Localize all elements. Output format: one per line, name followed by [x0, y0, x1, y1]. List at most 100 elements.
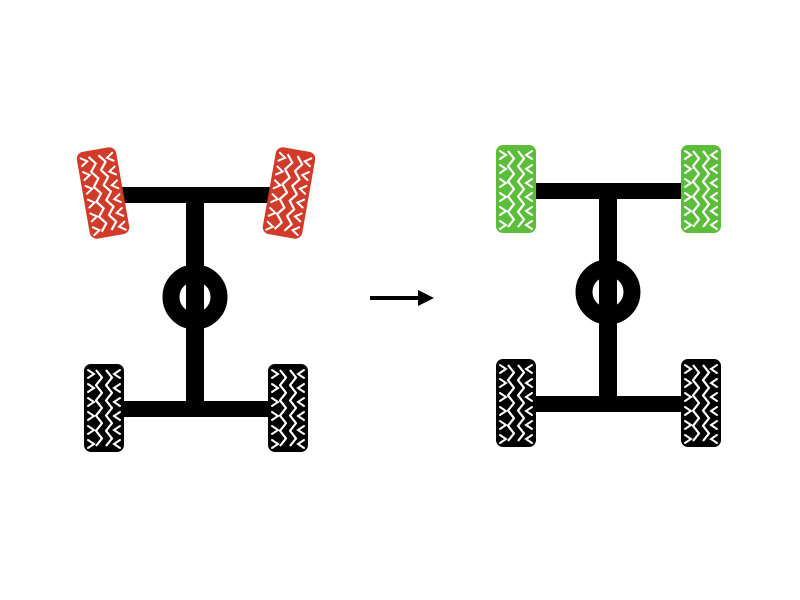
tire-tread-sipe [709, 192, 718, 202]
tire-tread-sipe [298, 184, 308, 195]
tire-tread-sipe [524, 392, 533, 402]
tire-tread-groove [288, 369, 298, 447]
tire-tread-sipe [524, 150, 533, 160]
rear-right-tire [681, 359, 721, 447]
tire-body [76, 147, 130, 239]
tire-tread-sipe [271, 369, 280, 379]
tire-tread-groove [506, 150, 516, 228]
tire-tread-sipe [84, 184, 94, 195]
tire-tread-sipe [86, 198, 97, 209]
tire-tread-sipe [684, 364, 693, 374]
driveshaft [599, 191, 617, 404]
tire-tread-sipe [79, 157, 90, 168]
front-right-tire [262, 147, 316, 239]
tire-tread-sipe [91, 226, 102, 237]
tire-tread-sipe [499, 434, 508, 444]
tire-tread-sipe [709, 178, 718, 188]
tire-tread-sipe [267, 206, 278, 217]
tire-tread-groove [516, 364, 526, 442]
tire-tread-sipe [499, 206, 508, 216]
tire-tread-sipe [300, 171, 310, 182]
tire-tread-groove [701, 150, 711, 228]
tire-tread-sipe [684, 164, 693, 174]
tire-tread-sipe [684, 406, 693, 416]
tire-tread-sipe [107, 165, 117, 176]
tire-tread-groove [87, 156, 108, 233]
tire-tread-sipe [524, 434, 533, 444]
tire-tread-sipe [271, 397, 280, 407]
tire-tread-sipe [684, 178, 693, 188]
chassis-before-alignment [76, 147, 316, 452]
differential-ring [162, 264, 228, 330]
tire-tread-sipe [524, 406, 533, 416]
tire-tread-sipe [709, 150, 718, 160]
tire-tread-sipe [684, 420, 693, 430]
tire-tread-sipe [112, 397, 121, 407]
rear-axle [534, 396, 683, 412]
rear-left-tire [84, 364, 124, 452]
tire-tread-sipe [275, 165, 285, 176]
tire-tread-sipe [296, 439, 305, 449]
tire-tread-sipe [87, 411, 96, 421]
tire-tread-sipe [684, 150, 693, 160]
tire-tread-sipe [277, 151, 287, 162]
tire-tread-sipe [499, 392, 508, 402]
tire-tread-sipe [117, 220, 127, 231]
tire-tread-groove [97, 154, 118, 231]
rear-axle [122, 401, 270, 417]
tire-tread-sipe [302, 157, 313, 168]
arrow-head [418, 290, 434, 306]
tire-tread-sipe [524, 206, 533, 216]
tire-tread-sipe [296, 383, 305, 393]
tire-tread-sipe [110, 179, 120, 190]
tire-tread-sipe [684, 434, 693, 444]
tire-tread-sipe [499, 150, 508, 160]
tire-tread-groove [104, 369, 114, 447]
tire-tread-sipe [499, 192, 508, 202]
tire-tread-sipe [271, 383, 280, 393]
front-left-tire [496, 145, 536, 233]
tire-tread-sipe [295, 198, 306, 209]
chassis-after-alignment [496, 145, 721, 447]
tire-tread-groove [506, 364, 516, 442]
tire-tread-sipe [112, 411, 121, 421]
tire-tread-sipe [265, 220, 275, 231]
driveshaft [186, 195, 204, 409]
tire-tread-sipe [112, 193, 122, 204]
tire-tread-groove [283, 155, 304, 232]
tire-tread-sipe [709, 392, 718, 402]
tire-tread-sipe [709, 434, 718, 444]
tire-tread-sipe [499, 220, 508, 230]
tire-tread-sipe [524, 178, 533, 188]
tire-tread-groove [701, 364, 711, 442]
tire-tread-sipe [82, 171, 92, 182]
tire-tread-sipe [114, 206, 125, 217]
tire-tread-sipe [271, 439, 280, 449]
tire-tread-sipe [87, 369, 96, 379]
tire-tread-sipe [499, 378, 508, 388]
tire-tread-sipe [296, 369, 305, 379]
tire-tread-sipe [524, 164, 533, 174]
tire-tread-sipe [296, 411, 305, 421]
tire-tread-groove [278, 369, 288, 447]
rear-left-tire [496, 359, 536, 447]
tire-tread-sipe [87, 425, 96, 435]
tire-tread-sipe [270, 193, 280, 204]
tire-tread-groove [691, 364, 701, 442]
tire-tread-sipe [296, 425, 305, 435]
tire-tread-sipe [709, 206, 718, 216]
tire-tread-sipe [290, 226, 301, 237]
tire-tread-sipe [87, 383, 96, 393]
tire-tread-sipe [499, 420, 508, 430]
tire-tread-groove [273, 153, 294, 230]
tire-tread-sipe [709, 220, 718, 230]
tire-tread-sipe [271, 425, 280, 435]
tire-tread-sipe [684, 192, 693, 202]
differential-ring [575, 259, 641, 325]
transition-arrow [370, 290, 434, 306]
tire-tread-sipe [296, 397, 305, 407]
front-left-tire [76, 147, 130, 239]
tire-tread-sipe [524, 192, 533, 202]
tire-tread-sipe [499, 406, 508, 416]
